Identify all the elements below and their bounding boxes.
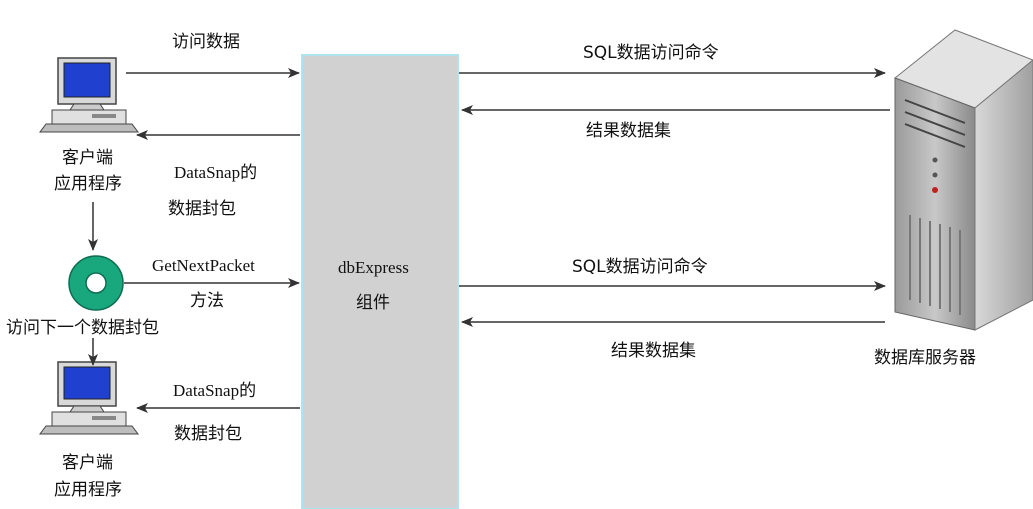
server-icon bbox=[894, 29, 1033, 331]
access-data-label: 访问数据 bbox=[172, 32, 240, 52]
sql-command-bottom-label: SQL数据访问命令 bbox=[572, 257, 708, 277]
ring-icon bbox=[68, 255, 124, 311]
result-set-bottom-label: 结果数据集 bbox=[611, 341, 696, 361]
client-app-bottom-label-line2: 应用程序 bbox=[54, 480, 122, 500]
datasnap-bottom-label-line1: DataSnap的 bbox=[173, 381, 257, 400]
dbexpress-label-line1: dbExpress bbox=[338, 258, 409, 277]
dbexpress-label-line2: 组件 bbox=[356, 293, 390, 313]
result-set-top-label: 结果数据集 bbox=[586, 121, 671, 141]
client-app-bottom-label-line1: 客户端 bbox=[62, 453, 113, 473]
dbexpress-component-box bbox=[301, 54, 459, 509]
datasnap-top-label-line2: 数据封包 bbox=[168, 199, 236, 219]
getnextpacket-label-line1: GetNextPacket bbox=[152, 256, 255, 275]
client-app-top-label-line2: 应用程序 bbox=[54, 174, 122, 194]
db-server-label: 数据库服务器 bbox=[874, 348, 976, 368]
datasnap-top-label-line1: DataSnap的 bbox=[174, 163, 258, 182]
access-next-packet-label: 访问下一个数据封包 bbox=[6, 318, 159, 338]
datasnap-bottom-label-line2: 数据封包 bbox=[174, 424, 242, 444]
getnextpacket-label-line2: 方法 bbox=[190, 291, 224, 311]
sql-command-top-label: SQL数据访问命令 bbox=[583, 43, 719, 63]
computer-icon bbox=[39, 57, 139, 133]
computer-icon bbox=[39, 361, 139, 435]
client-app-top-label-line1: 客户端 bbox=[62, 148, 113, 168]
